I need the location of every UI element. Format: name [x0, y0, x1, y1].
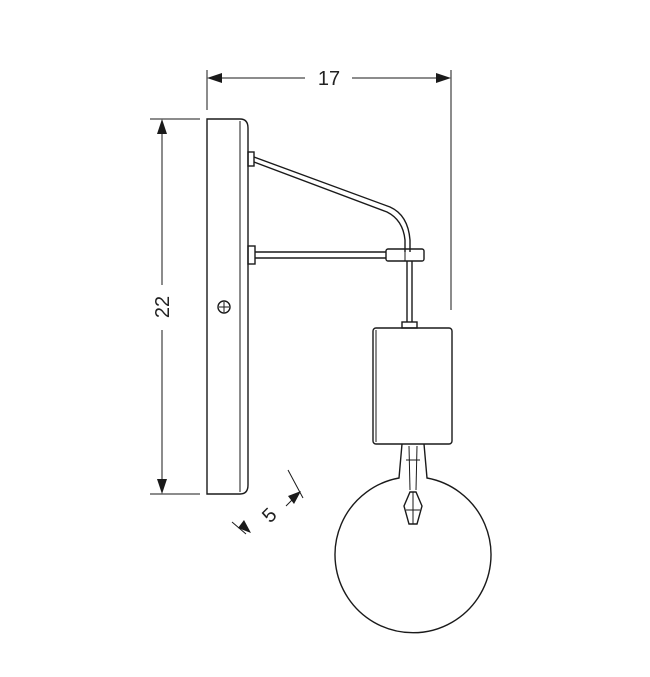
drop-rod [401, 261, 418, 329]
filament-stem-right [415, 445, 418, 491]
rod-collar [401, 321, 418, 329]
screw-icon [217, 300, 231, 314]
width-dimension-label: 17 [318, 68, 340, 90]
lower-arm-mount [247, 245, 256, 265]
width-arrow-left [207, 73, 222, 83]
depth-arrow-left [238, 520, 251, 533]
depth-dimension-label: 5 [258, 504, 281, 527]
height-dimension: 22 [150, 118, 200, 495]
bulb-glass-outline [334, 443, 492, 634]
wall-backplate [206, 118, 249, 495]
filament-stem-left [408, 445, 411, 491]
width-dimension: 17 [206, 68, 452, 310]
height-arrow-top [157, 119, 167, 134]
width-arrow-right [436, 73, 451, 83]
lamp-holder [372, 327, 453, 445]
height-arrow-bottom [157, 479, 167, 494]
depth-dimension: 5 [231, 469, 304, 535]
lamp-holder-body [372, 327, 453, 445]
upper-arm-mount [247, 151, 255, 167]
light-bulb [334, 443, 492, 634]
depth-arrow-right [288, 491, 301, 504]
upper-arm [247, 151, 411, 252]
filament-icon [403, 491, 423, 525]
backplate-outline [206, 118, 249, 495]
height-dimension-label: 22 [152, 296, 174, 318]
upper-arm-bottom-edge [253, 161, 406, 252]
depth-extension-right [287, 469, 304, 499]
lower-arm [247, 245, 425, 265]
upper-arm-top-edge [253, 156, 411, 252]
